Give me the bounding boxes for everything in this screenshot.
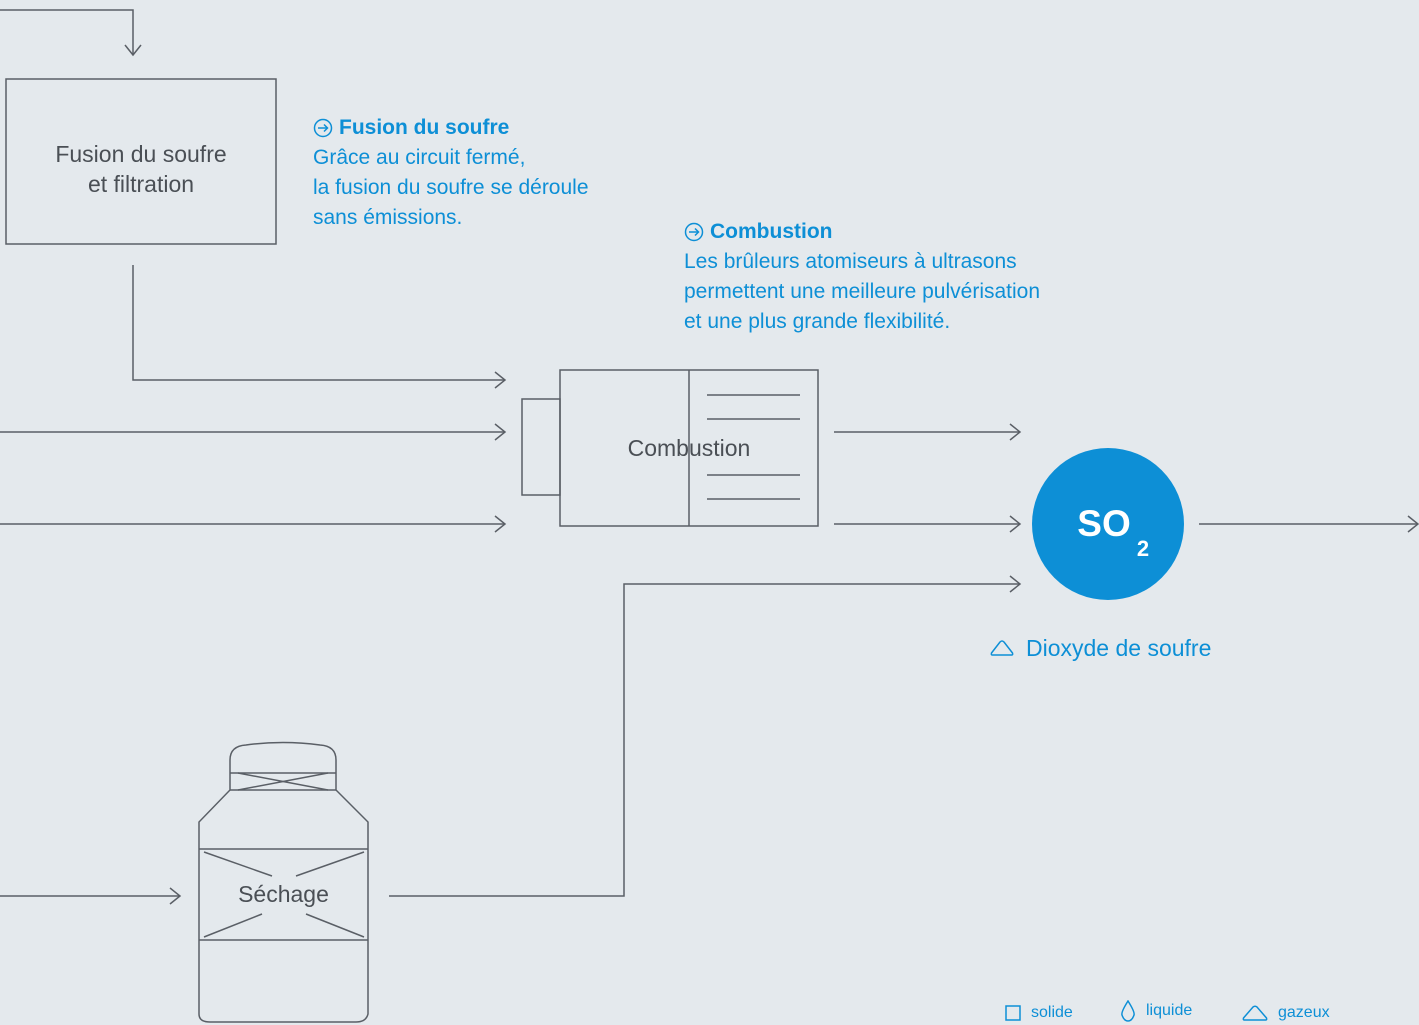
arrowhead xyxy=(1407,515,1419,533)
arrowhead xyxy=(124,44,142,57)
combustion-box-label: Combustion xyxy=(627,435,751,461)
legend-solid: solide xyxy=(1005,1004,1073,1022)
arrowhead xyxy=(494,371,507,389)
sechage-box-label: Séchage xyxy=(238,881,329,907)
fusion-box-label: Fusion du soufre et filtration xyxy=(6,139,276,199)
so2-circle xyxy=(1032,448,1184,600)
fusion-box xyxy=(5,78,277,245)
legend-solid-label: solide xyxy=(1031,1004,1073,1021)
cloud-icon xyxy=(1242,1005,1268,1021)
droplet-icon xyxy=(1121,1000,1135,1022)
so2-label: Dioxyde de soufre xyxy=(990,633,1211,663)
annotation-line: permettent une meilleure pulvérisation xyxy=(684,280,1041,303)
annotation-title: Fusion du soufre xyxy=(339,116,510,139)
so2-label-text: Dioxyde de soufre xyxy=(1026,635,1212,661)
annotation-line: la fusion du soufre se déroule xyxy=(313,176,589,199)
arrowhead xyxy=(1009,515,1022,533)
arrowhead xyxy=(494,515,507,533)
arrowhead xyxy=(169,887,182,905)
arrowhead xyxy=(494,423,507,441)
legend-liquid-label: liquide xyxy=(1146,1002,1193,1019)
annotation-title: Combustion xyxy=(710,220,833,243)
arrowhead xyxy=(1009,423,1022,441)
legend-gas-label: gazeux xyxy=(1278,1004,1330,1021)
so2-formula: SO xyxy=(1077,503,1130,544)
annotation-fusion: Fusion du soufre Grâce au circuit fermé,… xyxy=(313,113,589,233)
arrow-circle-icon xyxy=(313,118,333,138)
box-label-line: Fusion du soufre xyxy=(55,141,227,167)
fusion-to-combustion-line xyxy=(132,265,505,381)
annotation-line: sans émissions. xyxy=(313,206,463,229)
cloud-icon xyxy=(990,640,1014,656)
legend-gas: gazeux xyxy=(1242,1004,1330,1022)
box-label-line: et filtration xyxy=(87,171,195,197)
dryer-vessel xyxy=(198,741,369,1023)
feed-line-top xyxy=(0,9,134,55)
arrow-circle-icon xyxy=(684,222,704,242)
so2-subscript: 2 xyxy=(1137,536,1149,561)
arrowhead xyxy=(1009,575,1022,593)
dryer-to-so2-line xyxy=(389,583,1020,897)
square-icon xyxy=(1005,1005,1021,1021)
annotation-combustion: Combustion Les brûleurs atomiseurs à ult… xyxy=(684,217,1040,337)
annotation-line: et une plus grande flexibilité. xyxy=(684,310,951,333)
annotation-line: Grâce au circuit fermé, xyxy=(313,146,526,169)
burner-box xyxy=(521,398,561,496)
annotation-line: Les brûleurs atomiseurs à ultrasons xyxy=(684,250,1017,273)
legend-liquid: liquide xyxy=(1120,1000,1192,1022)
